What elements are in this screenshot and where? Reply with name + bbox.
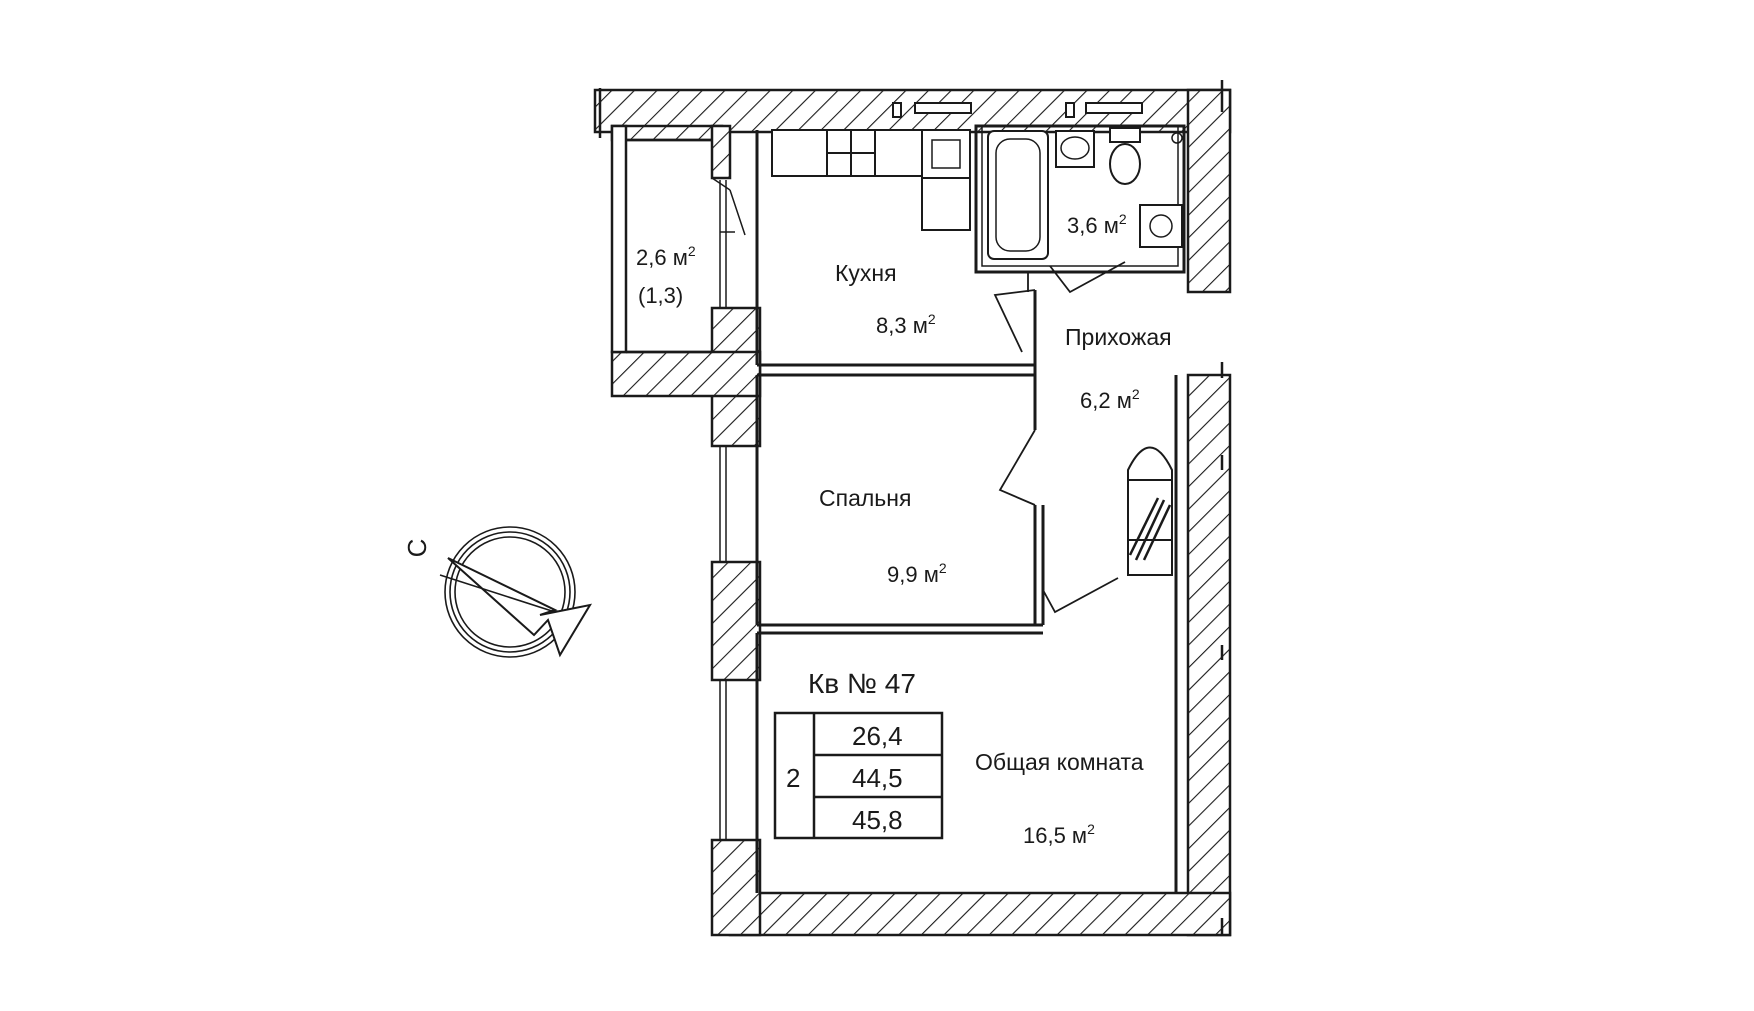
stove — [921, 129, 971, 179]
wall-balcony-bottom — [610, 350, 762, 398]
area-total: 44,5 — [852, 763, 903, 793]
wall-pier-lower — [710, 560, 762, 682]
balcony-coef: (1,3) — [638, 283, 683, 308]
wall-right-lower — [1186, 373, 1232, 937]
svg-text:16,5 м2: 16,5 м2 — [1023, 821, 1095, 848]
wall-balcony-side — [710, 124, 732, 180]
kitchen-area: 8,3 м — [876, 313, 928, 338]
toilet-bowl — [1109, 143, 1141, 185]
left-windows — [719, 180, 727, 840]
doors — [993, 261, 1126, 614]
kitchen-name: Кухня — [835, 260, 897, 286]
balcony-door — [711, 177, 746, 236]
svg-text:8,3 м2: 8,3 м2 — [876, 311, 936, 338]
wall-pier-bottom — [710, 838, 762, 937]
kitchen-fixtures — [771, 129, 971, 231]
area-table — [773, 711, 944, 840]
svg-text:6,2 м2: 6,2 м2 — [1080, 386, 1140, 413]
apartment-title: Кв № 47 — [808, 668, 916, 699]
washing-machine — [1139, 204, 1183, 248]
bathroom-area: 3,6 м — [1067, 213, 1119, 238]
balcony-area: 2,6 м — [636, 245, 688, 270]
hallway-area: 6,2 м — [1080, 388, 1132, 413]
living-name: Общая комната — [975, 749, 1144, 775]
bathroom-fixtures — [987, 127, 1183, 260]
rooms-count: 2 — [786, 763, 800, 793]
wall-right-upper — [1186, 88, 1232, 294]
bedroom-name: Спальня — [819, 485, 911, 511]
living-area: 16,5 м — [1023, 823, 1087, 848]
bedroom-area: 9,9 м — [887, 562, 939, 587]
wall-bottom — [728, 891, 1232, 937]
svg-text:2,6 м2: 2,6 м2 — [636, 243, 696, 270]
compass — [439, 526, 593, 658]
area-living: 26,4 — [852, 721, 903, 751]
balcony-frame — [610, 124, 712, 354]
toilet-tank — [1109, 127, 1141, 143]
top-windows — [892, 102, 1143, 118]
area-total-balcony: 45,8 — [852, 805, 903, 835]
svg-text:3,6 м2: 3,6 м2 — [1067, 211, 1127, 238]
outer-edges — [598, 80, 1224, 935]
wall-balcony-top — [610, 124, 724, 142]
svg-text:9,9 м2: 9,9 м2 — [887, 560, 947, 587]
hallway-name: Прихожая — [1065, 324, 1172, 350]
bathtub — [987, 130, 1049, 260]
wardrobe — [1127, 446, 1173, 576]
compass-north-label: С — [402, 539, 432, 558]
labels: 2,6 м2 (1,3) Кухня 8,3 м2 3,6 м2 Прихожа… — [402, 211, 1172, 848]
partitions — [755, 124, 1186, 893]
drain — [1171, 132, 1183, 144]
